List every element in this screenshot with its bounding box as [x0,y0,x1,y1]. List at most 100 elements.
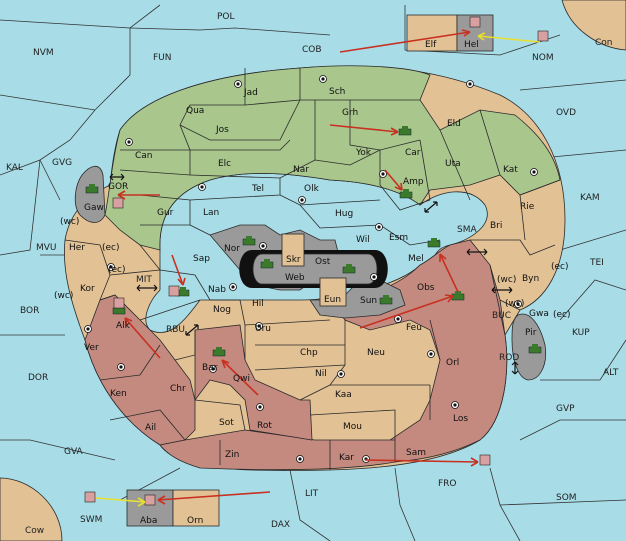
land-label: Feu [406,323,422,333]
land-label: Nog [213,305,231,315]
coast-label: (wc) [54,291,73,301]
sea-label: MVU [36,243,57,253]
land-label: Sam [406,448,426,458]
power-gray-sun [309,279,406,319]
sea-label: DAX [271,520,290,530]
land-label: Pir [525,328,537,338]
army-green-pir[interactable] [528,344,542,354]
land-label: Wil [356,235,370,245]
coast-label: (ec) [553,310,571,320]
army-green-sun[interactable] [379,295,393,305]
order-arrows [95,29,541,507]
land-label: Sch [329,87,345,97]
land-label: Kat [503,165,518,175]
land-label: Bri [490,221,502,231]
land-label: GOR [108,182,128,192]
land-label: Tel [251,184,264,194]
land-label: Uta [445,159,461,169]
sea-label: SWM [80,515,102,525]
land-label: Qwi [233,374,250,384]
land-label: Obs [417,283,435,293]
land-label: Zin [225,450,239,460]
region-gaw[interactable] [74,165,106,223]
sea-label: GVP [556,404,575,414]
land-label: Nor [224,244,240,254]
fleet-fro[interactable] [479,454,491,466]
land-label: Neu [367,348,385,358]
land-label: Sot [219,418,234,428]
fleet-gor[interactable] [112,197,124,209]
land-label: Lan [203,208,219,218]
coast-label: (ec) [551,262,569,272]
fleet-mit[interactable] [168,285,180,297]
land-label: Kor [80,284,95,294]
land-label: Ver [84,343,99,353]
land-label: Elf [425,40,437,50]
units [84,16,549,506]
sea-label: KAL [6,163,23,173]
land-label: Kar [339,453,354,463]
land-label: Eld [447,119,461,129]
land-label: Elc [218,159,231,169]
land-label: Ail [145,423,156,433]
region-elf[interactable] [406,14,458,52]
sea-label: NOM [532,53,554,63]
land-label: Uru [255,324,271,334]
sea-label: BUC [492,311,511,321]
sea-label: GVG [52,158,72,168]
fleet-aba[interactable] [144,494,156,506]
fleet-alk[interactable] [113,297,125,309]
sea-label: MIT [136,275,152,285]
land-label: Jad [243,88,258,98]
land-label: Orl [446,358,459,368]
land-label: Yok [355,148,372,158]
land-label: Kaa [335,390,352,400]
land-label: Car [405,148,421,158]
land-label: Byn [522,274,539,284]
army-green-mel[interactable] [427,238,441,248]
coast-labels: (wc) (ec) (ec) (wc) (wc) (ec) (wc) (ec) [54,217,571,320]
sea-label: SMA [457,225,477,235]
power-red-south [159,429,396,471]
region-skr[interactable] [281,233,305,267]
army-green-ost[interactable] [342,264,356,274]
sea-label: RBU [166,325,185,335]
fleet-nom[interactable] [537,30,549,42]
army-green-car[interactable] [398,126,412,136]
land-label: Sap [193,254,210,264]
land-label: Hil [252,299,264,309]
army-green-nor[interactable] [242,236,256,246]
region-eun[interactable] [319,277,347,307]
land-label: Nab [208,285,226,295]
army-green-bar[interactable] [212,347,226,357]
coast-label: (wc) [497,275,516,285]
sea-labels: POL NVM FUN COB Con NOM OVD KAL GVG KAM … [6,12,619,536]
army-green-amp[interactable] [399,189,413,199]
army-green-gaw[interactable] [85,184,99,194]
army-green-web[interactable] [260,259,274,269]
land-label: Aba [140,516,157,526]
power-red-west [84,294,196,446]
land-label: Bar [202,363,218,373]
sea-label: POL [217,12,235,22]
province-borders [64,68,561,470]
sea-label: Cow [25,526,44,536]
land-label: Jos [215,125,229,135]
land-label: Ost [315,257,331,267]
land-label: Hel [464,40,479,50]
sea-label: NVM [33,48,54,58]
sea-label: COB [302,45,322,55]
fleet-swm[interactable] [84,491,96,503]
sea-label: DOR [28,373,48,383]
land-label: Her [69,243,85,253]
land-label: Gwa [529,309,549,319]
land-label: Chr [170,384,186,394]
land-label: Web [285,273,305,283]
land-label: Mel [408,254,424,264]
land-label: Alk [116,321,131,331]
coast-label: (ec) [102,243,120,253]
land-label: Skr [286,255,301,265]
fleet-hel[interactable] [469,16,481,28]
coast-label: (wc) [60,217,79,227]
